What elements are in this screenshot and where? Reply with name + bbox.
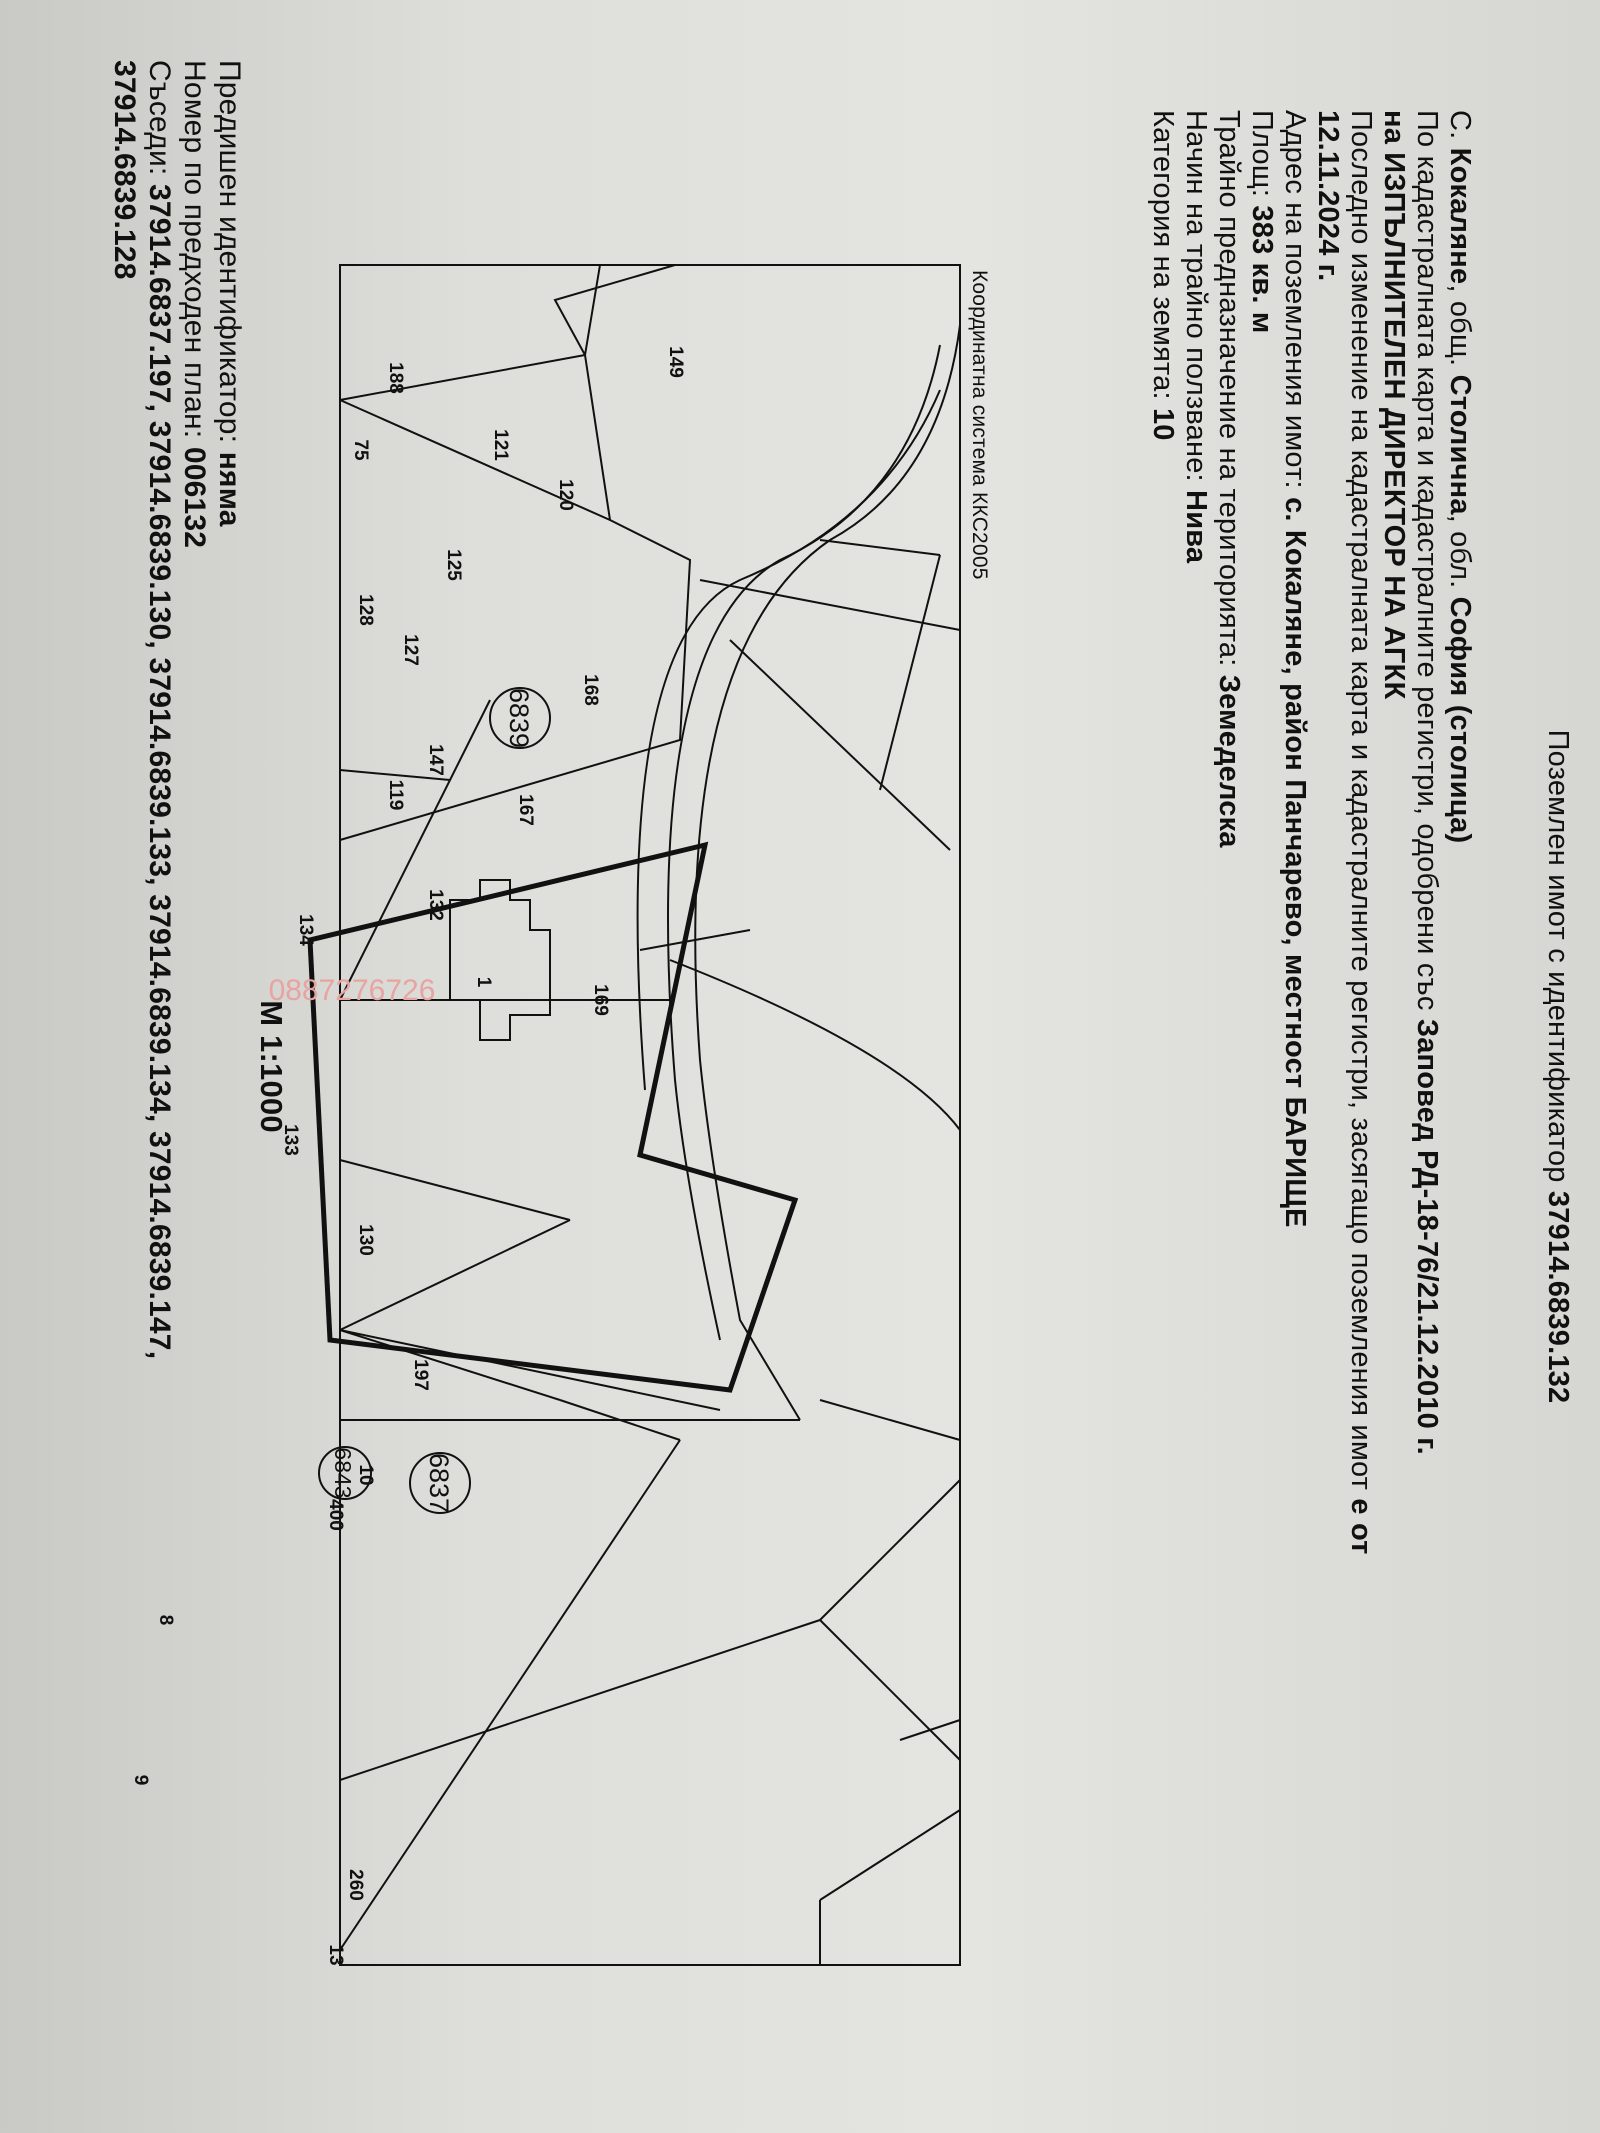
parcel-label: 197 [410, 1359, 431, 1391]
phone-watermark: 0887276726 [269, 974, 436, 1007]
parcel-132-outline [307, 841, 799, 1393]
parcel-label: 127 [400, 634, 421, 666]
parcel-label: 147 [425, 744, 446, 776]
parcel-label: 1 [473, 977, 494, 988]
parcel-label: 133 [280, 1124, 301, 1156]
parcel-boundaries [339, 264, 961, 1966]
parcel-label: 188 [385, 362, 406, 394]
parcel-label: 128 [355, 594, 376, 626]
parcel-label: 260 [345, 1869, 366, 1901]
parcel-label: 9 [130, 1775, 151, 1786]
parcel-label: 8 [155, 1615, 176, 1626]
parcel-label: 167 [515, 794, 536, 826]
parcel-label: 400 [325, 1499, 346, 1531]
parcel-label: 10 [355, 1464, 376, 1485]
zone-circle-6843 [318, 1446, 372, 1500]
map-frame [339, 264, 961, 1966]
parcel-label: 125 [443, 549, 464, 581]
zone-label: 6843 [330, 1447, 356, 1498]
parcel-label: 134 [295, 914, 316, 946]
parcel-label: 132 [425, 889, 446, 921]
zone-label: 6839 [504, 688, 534, 748]
parcel-label: 75 [350, 439, 371, 461]
parcel-label: 130 [355, 1224, 376, 1256]
zone-label: 6837 [424, 1453, 454, 1513]
parcel-label: 119 [385, 780, 406, 811]
parcel-label: 120 [555, 479, 576, 511]
parcel-label: 149 [665, 346, 686, 378]
parcel-label: 169 [590, 984, 611, 1016]
zone-circle-6837 [409, 1452, 471, 1514]
parcel-label: 121 [490, 429, 511, 461]
parcel-label: 13 [325, 1944, 346, 1965]
parcel-label: 168 [580, 674, 601, 706]
zone-circle-6839 [489, 687, 551, 749]
building-outline [449, 879, 551, 1041]
